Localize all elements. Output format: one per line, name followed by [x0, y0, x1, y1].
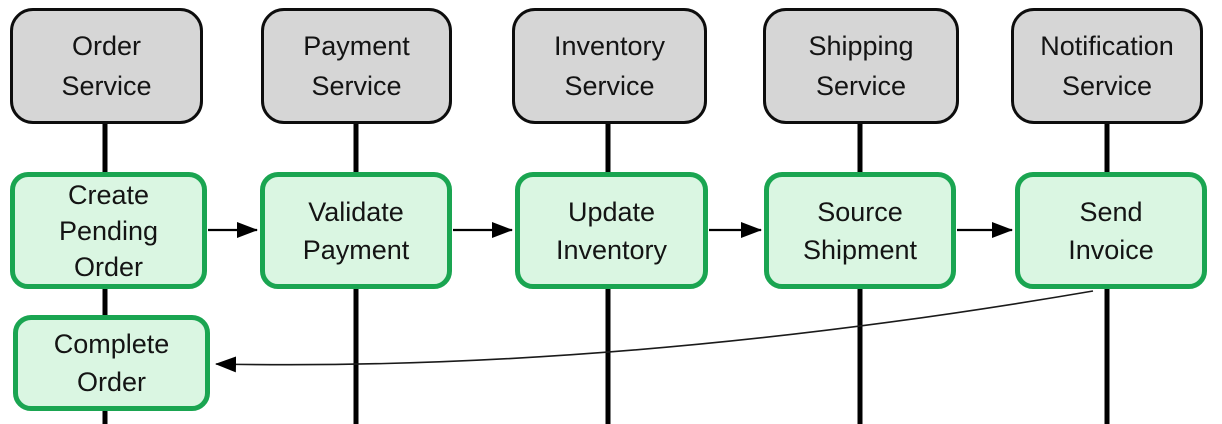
service-label-line: Shipping — [808, 31, 914, 61]
step-box-create-pending-order: Create Pending Order — [10, 172, 207, 289]
step-label-line: Validate — [308, 196, 404, 227]
step-label-line: Order — [76, 367, 147, 397]
service-label-line: Service — [311, 71, 402, 101]
service-box-order-service: Order Service — [10, 8, 203, 124]
step-label-line: Order — [73, 251, 144, 282]
step-box-complete-order: Complete Order — [13, 315, 210, 411]
service-box-inventory-service: Inventory Service — [512, 8, 707, 124]
step-label-line: Invoice — [1068, 234, 1154, 265]
service-box-notification-service: Notification Service — [1011, 8, 1203, 124]
step-label-line: Update — [567, 196, 656, 227]
arrow-send-invoice-to-complete-order — [215, 290, 1094, 373]
step-box-update-inventory: Update Inventory — [515, 172, 708, 289]
step-label-line: Create — [67, 179, 150, 210]
service-label-line: Service — [61, 71, 152, 101]
step-label-line: Source — [817, 196, 903, 227]
step-label-line: Inventory — [555, 234, 668, 265]
step-label-line: Payment — [302, 234, 410, 265]
service-label-line: Inventory — [553, 31, 666, 61]
service-label-line: Service — [815, 71, 907, 101]
service-label-line: Notification — [1040, 31, 1174, 61]
service-label-line: Order — [71, 31, 142, 61]
step-label-line: Complete — [53, 329, 170, 359]
step-label-line: Pending — [58, 215, 159, 246]
step-label-line: Shipment — [802, 234, 918, 265]
service-label-line: Payment — [303, 31, 410, 61]
service-label-line: Service — [1061, 71, 1153, 101]
step-label-line: Send — [1079, 196, 1143, 227]
service-box-shipping-service: Shipping Service — [763, 8, 959, 124]
service-box-payment-service: Payment Service — [261, 8, 452, 124]
step-box-validate-payment: Validate Payment — [260, 172, 452, 289]
step-box-send-invoice: Send Invoice — [1015, 172, 1207, 289]
step-box-source-shipment: Source Shipment — [764, 172, 956, 289]
service-label-line: Service — [564, 71, 655, 101]
